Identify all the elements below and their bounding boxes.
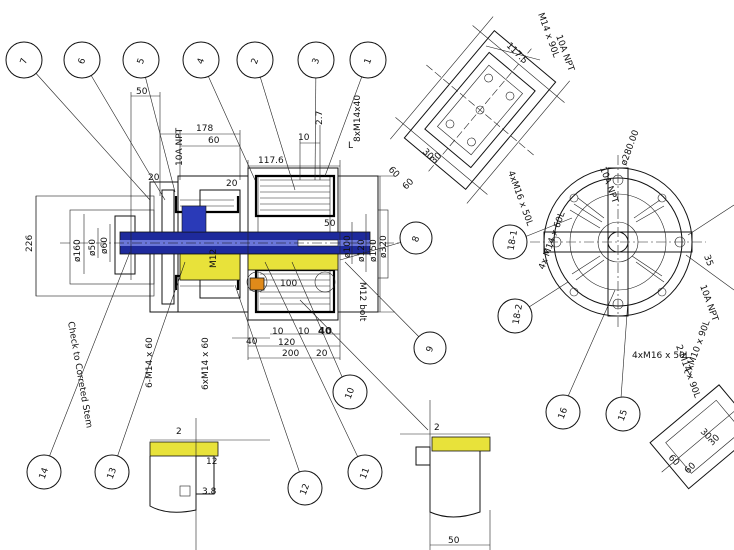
dim-60-b: 60 — [386, 165, 401, 180]
dim-60-br2: 60 — [683, 461, 698, 476]
balloon-16: 16 — [545, 394, 581, 430]
dim-120-b: 120 — [278, 338, 295, 348]
svg-text:13: 13 — [106, 466, 119, 480]
svg-text:18-2: 18-2 — [512, 303, 525, 325]
dim-50-right: 50 — [324, 219, 336, 229]
dim-60-c: 60 — [401, 177, 416, 192]
dim-100-b: 100 — [280, 279, 297, 289]
balloon-6: 6 — [63, 41, 101, 79]
dim-178: 178 — [196, 124, 213, 134]
balloon-13: 13 — [94, 454, 130, 490]
dim-10-b: 10 — [272, 327, 284, 337]
svg-text:3: 3 — [311, 57, 322, 66]
detail-left: 2 12 3.8 — [149, 418, 270, 550]
balloon-5: 5 — [122, 41, 160, 79]
note-bolt-top: 8xM14x40 — [353, 95, 363, 142]
note-npt-circle: 10A NPT — [597, 166, 620, 206]
svg-text:10: 10 — [344, 386, 357, 400]
rotated-flange-dims: 117.5 10A NPT M14 x 90L 60 60 30 30 4xM1… — [386, 12, 576, 228]
note-npt-left: 10A NPT — [175, 127, 185, 166]
dim-100: ø100 — [343, 235, 353, 258]
svg-text:2: 2 — [250, 57, 261, 66]
note-m14-60-bottom: 6xM14 x 60 — [201, 337, 211, 390]
dim-50-dia: ø50 — [88, 239, 98, 256]
svg-text:5: 5 — [136, 57, 147, 66]
dim-60-dia: ø60 — [100, 237, 110, 254]
dim-150: ø150 — [369, 239, 379, 262]
balloon-1: 1 — [349, 41, 387, 79]
dim-20-a: 20 — [148, 173, 160, 183]
balloon-11: 11 — [347, 454, 383, 490]
balloon-8: 8 — [399, 221, 433, 255]
svg-text:18-1: 18-1 — [507, 229, 520, 251]
dim-12: 12 — [206, 457, 217, 467]
dim-120: ø120 — [357, 239, 367, 262]
dim-160: ø160 — [73, 239, 83, 262]
dim-35: 35 — [701, 254, 714, 268]
dim-10-c: 10 — [298, 327, 310, 337]
balloon-9: 9 — [413, 331, 447, 365]
svg-text:16: 16 — [557, 406, 570, 420]
note-m12: M12 — [209, 249, 219, 268]
balloon-7: 7 — [5, 41, 43, 79]
bottom-right-flange — [649, 384, 734, 490]
note-m12-bolt: M12 bolt — [357, 282, 367, 322]
dim-226: 226 — [25, 235, 35, 252]
balloon-10: 10 — [332, 374, 368, 410]
dim-60: 60 — [208, 136, 220, 146]
svg-text:9: 9 — [425, 345, 436, 354]
dim-280: ø280.00 — [619, 129, 641, 167]
svg-text:12: 12 — [299, 482, 312, 496]
svg-text:7: 7 — [19, 57, 30, 66]
dim-2-a: 2 — [176, 427, 182, 437]
dim-20-c: 20 — [316, 349, 328, 359]
note-m16-50l-b: 4xM16 x 50L — [632, 351, 690, 361]
balloon-18-1: 18-1 — [492, 224, 528, 260]
note-npt-circle-b: 10A NPT — [697, 284, 720, 324]
dim-2-7: 2.7 — [315, 111, 325, 125]
dim-10: 10 — [298, 133, 310, 143]
note-m16-50l: 4xM16 x 50L — [505, 170, 534, 228]
balloon-15: 15 — [605, 396, 641, 432]
svg-text:1: 1 — [363, 57, 374, 66]
hub-yellow — [179, 253, 241, 281]
balloon-12: 12 — [287, 470, 323, 506]
dim-200: 200 — [282, 349, 299, 359]
dim-117-6: 117.6 — [258, 156, 284, 166]
rotated-flange-view — [390, 16, 570, 204]
balloon-18-2: 18-2 — [497, 298, 533, 334]
svg-text:15: 15 — [617, 408, 630, 422]
dim-2-b: 2 — [434, 423, 440, 433]
main-section-view: 50 178 60 10 2.7 117.6 20 20 50 226 ø160… — [25, 87, 400, 429]
svg-text:4: 4 — [196, 57, 207, 66]
note-tap: 4x M14 x 60L — [537, 211, 567, 271]
balloon-4: 4 — [182, 41, 220, 79]
dim-20-b: 20 — [226, 179, 238, 189]
dim-320: ø320 — [379, 235, 389, 258]
dim-40-b: 40 — [318, 326, 332, 337]
svg-text:14: 14 — [38, 466, 51, 480]
circular-end-view — [530, 155, 734, 330]
note-bolt-top-l: L — [348, 141, 353, 151]
balloons: 7 6 5 4 2 3 1 8 9 10 11 12 13 14 15 16 1… — [5, 41, 641, 506]
dim-60-br: 60 — [666, 453, 681, 468]
note-m10-90l: 2xM10 x 90L — [683, 319, 712, 377]
dim-50-bottom: 50 — [448, 536, 460, 546]
balloon-2: 2 — [236, 41, 274, 79]
insert-orange — [249, 277, 265, 291]
balloon-3: 3 — [297, 41, 335, 79]
svg-text:8: 8 — [411, 235, 422, 244]
balloon-14: 14 — [26, 454, 62, 490]
note-check-stem: Check to Correted Stem — [65, 321, 94, 429]
svg-text:11: 11 — [359, 466, 372, 480]
svg-text:6: 6 — [77, 57, 88, 66]
dim-50-top: 50 — [136, 87, 148, 97]
dim-40-a: 40 — [246, 337, 258, 347]
dim-3-8: 3.8 — [202, 487, 217, 497]
detail-right: 2 50 — [400, 400, 491, 550]
